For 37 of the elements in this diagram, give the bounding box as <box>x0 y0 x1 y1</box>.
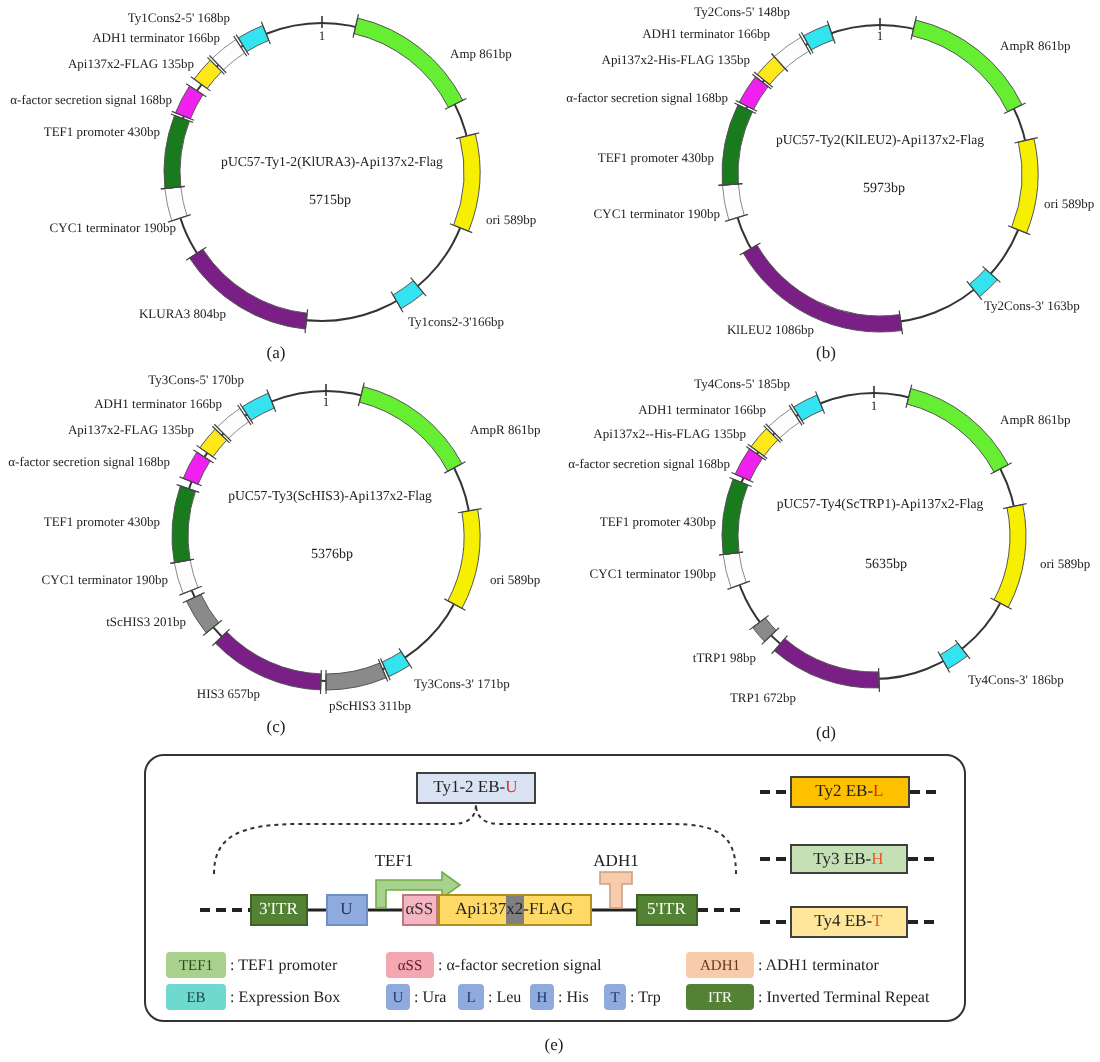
panel-caption: (c) <box>266 717 286 735</box>
legend-text: : Trp <box>630 989 661 1005</box>
legend-text: : TEF1 promoter <box>230 957 338 973</box>
dashed-line <box>908 920 936 924</box>
expression-box: Ty4 EB-T <box>789 905 908 938</box>
part-label: TEF1 <box>374 851 414 869</box>
legend-text: : Inverted Terminal Repeat <box>758 989 930 1005</box>
panel-frame <box>144 754 966 1022</box>
expression-box: Ty1-2 EB-U <box>415 771 536 804</box>
dashed-line <box>910 790 938 794</box>
connector-line <box>308 908 326 912</box>
panel-caption: (a) <box>266 343 286 361</box>
repeat-box: 3'ITR <box>249 893 308 926</box>
expression-box: Ty2 EB-L <box>789 775 910 808</box>
legend-text: : ADH1 terminator <box>758 957 879 973</box>
dashed-line <box>200 908 250 912</box>
terminator-symbol <box>599 871 632 908</box>
legend-text: : Expression Box <box>230 989 341 1005</box>
legend-text: : Ura <box>414 989 447 1005</box>
dashed-line <box>908 857 936 861</box>
dashed-line <box>760 920 790 924</box>
connector-line <box>368 908 402 912</box>
panel-caption: (d) <box>816 723 836 741</box>
connector-line <box>592 908 636 912</box>
legend-text: : α-factor secretion signal <box>438 957 602 973</box>
dashed-line <box>698 908 744 912</box>
legend-text: : His <box>558 989 589 1005</box>
panel-caption: (e) <box>544 1035 564 1053</box>
dashed-line <box>760 790 790 794</box>
signal-peptide-box: αSS <box>401 893 438 926</box>
legend-text: : Leu <box>488 989 522 1005</box>
repeat-box: 5'ITR <box>635 893 698 926</box>
panel-caption: (b) <box>816 343 836 361</box>
part-label: ADH1 <box>593 851 639 869</box>
dashed-line <box>760 857 790 861</box>
marker-gene-box: U <box>325 893 368 926</box>
expression-box: Ty3 EB-H <box>789 843 908 874</box>
